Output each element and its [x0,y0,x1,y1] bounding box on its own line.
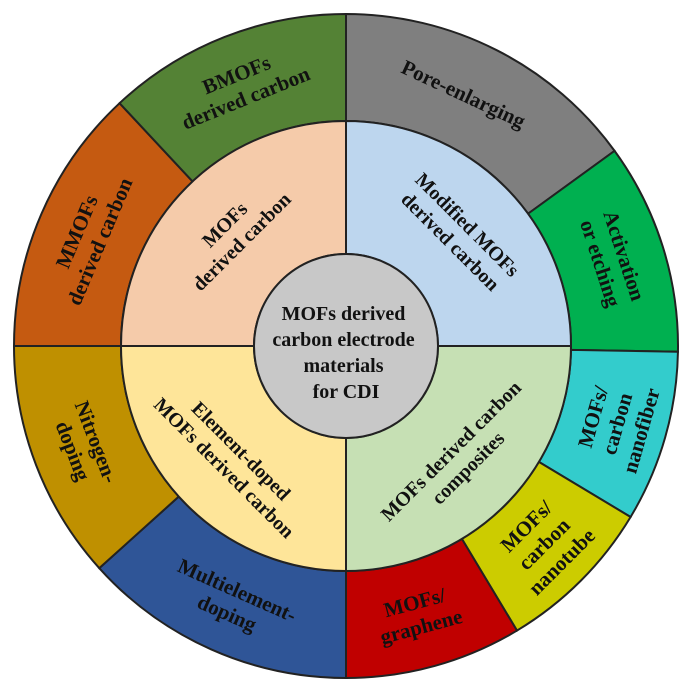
center-label: MOFs derived carbon electrode materials … [272,303,419,403]
center-hub: MOFs derived carbon electrode materials … [253,253,439,439]
center-label-line: MOFs derived [282,303,406,325]
center-label-line: for CDI [313,381,380,403]
center-circle [253,253,439,439]
center-label-line: carbon electrode [272,329,414,351]
center-label-line: materials [304,355,384,377]
